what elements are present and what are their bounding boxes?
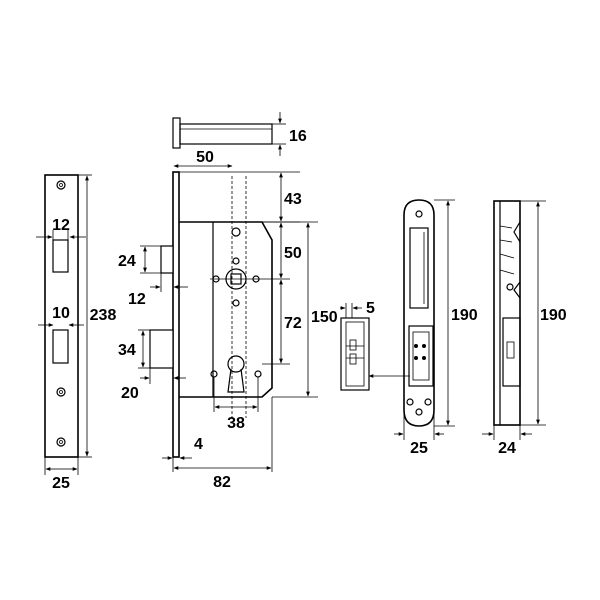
box-strike-outline xyxy=(493,200,521,426)
case-fixing-hole xyxy=(231,227,241,237)
backset-label: 50 xyxy=(196,149,214,166)
spindle-shaft xyxy=(179,123,273,145)
lock-case-outline xyxy=(179,221,273,398)
faceplate-latch-slot xyxy=(52,239,69,273)
box-strike-height-label: 190 xyxy=(540,307,567,324)
faceplate-view: 12 10 238 25 xyxy=(36,174,117,492)
strike-width-label: 25 xyxy=(410,440,428,457)
keeper-body xyxy=(340,317,370,391)
faceplate-bolt-slot-width-label: 10 xyxy=(52,305,70,322)
follower-to-cylinder-lower-label: 72 xyxy=(284,315,302,332)
latch-projection-label: 12 xyxy=(128,291,146,308)
latch-height-label: 24 xyxy=(118,253,136,270)
strike-plate-outline xyxy=(403,199,435,427)
case-height-label: 150 xyxy=(311,309,338,326)
strike-plate-view: 190 25 xyxy=(394,199,478,457)
case-depth-label: 82 xyxy=(213,474,231,491)
cylinder-width-label: 38 xyxy=(227,415,245,432)
bolt-projection-label: 20 xyxy=(121,385,139,402)
keeper-view: 5 xyxy=(340,300,410,391)
strike-latch-aperture xyxy=(409,227,429,309)
dead-bolt xyxy=(149,329,174,369)
box-strike-width-label: 24 xyxy=(498,440,516,457)
faceplate-cylinder-screw-icon xyxy=(56,387,66,397)
strike-box xyxy=(408,325,434,387)
strike-height-label: 190 xyxy=(451,307,478,324)
spindle-view: 16 xyxy=(172,112,307,156)
latch-bolt xyxy=(160,245,174,274)
bolt-height-label: 34 xyxy=(118,342,136,359)
faceplate-thickness-label: 4 xyxy=(194,436,203,453)
forend-plate xyxy=(172,171,180,458)
faceplate-latch-slot-width-label: 12 xyxy=(52,217,70,234)
follower-to-cylinder-label: 50 xyxy=(284,245,302,262)
lock-body-view: 50 43 xyxy=(118,149,338,491)
top-to-follower-label: 43 xyxy=(284,191,302,208)
spindle-length-label: 16 xyxy=(289,128,307,145)
faceplate-outline xyxy=(44,174,79,458)
faceplate-top-screw-icon xyxy=(56,180,66,190)
faceplate-bottom-screw-icon xyxy=(56,437,66,447)
keeper-offset-label: 5 xyxy=(366,300,375,317)
faceplate-bolt-slot xyxy=(52,329,69,364)
cylinder-keyhole-icon xyxy=(227,355,245,373)
faceplate-height-label: 238 xyxy=(90,307,117,324)
spindle-head xyxy=(172,117,181,149)
box-strike-bolt-box xyxy=(502,317,521,387)
box-strike-view: 190 24 xyxy=(482,200,567,457)
faceplate-width-label: 25 xyxy=(52,475,70,492)
